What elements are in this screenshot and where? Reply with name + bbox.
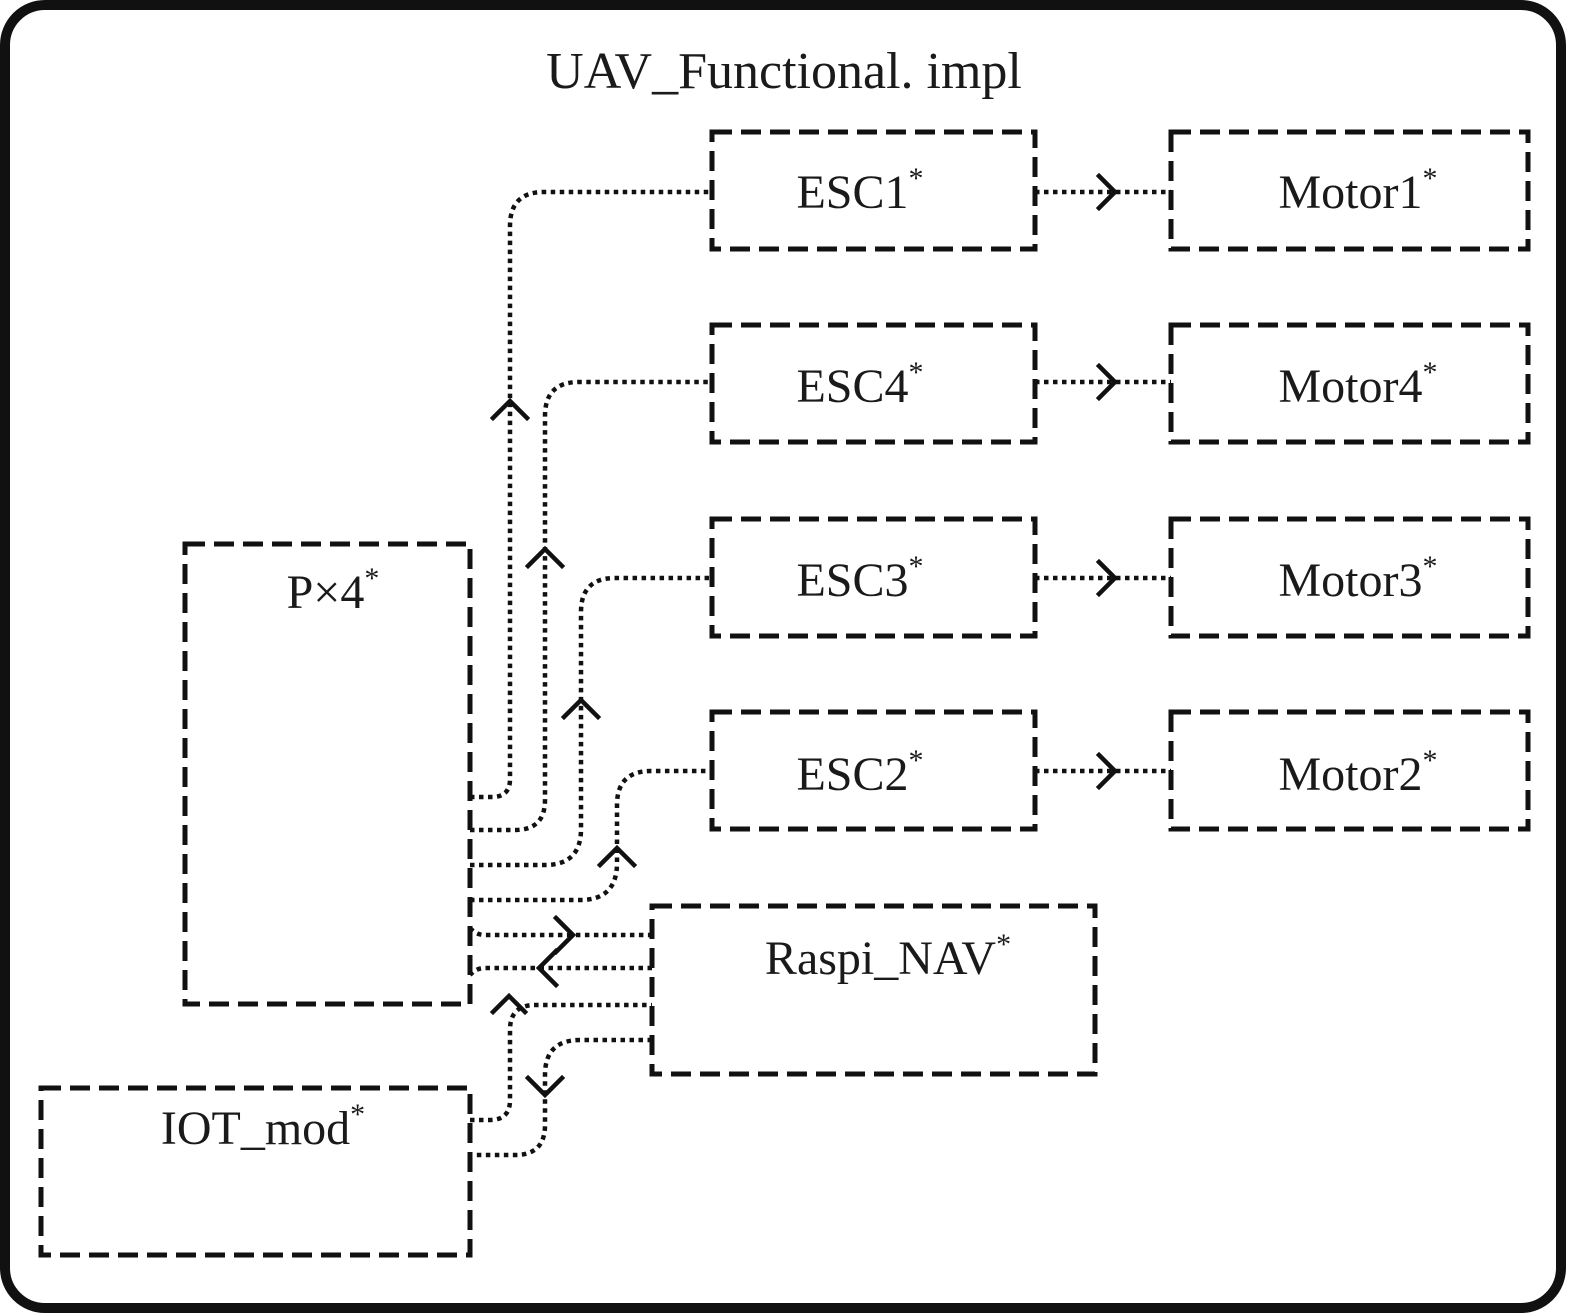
esc3-box[interactable]: ESC3* (709, 516, 1038, 639)
arrow-left-icon (535, 947, 560, 989)
esc3-label: ESC3 (796, 554, 908, 607)
iot-mod-box[interactable]: IOT_mod* (38, 1085, 473, 1258)
arrow-right-icon (1095, 362, 1119, 402)
svg-text:ESC3*: ESC3* (796, 550, 923, 607)
motor4-marker: * (1423, 356, 1438, 389)
iot-mod-marker: * (350, 1098, 365, 1131)
svg-text:ESC1*: ESC1* (796, 162, 923, 219)
esc4-label: ESC4 (796, 360, 908, 413)
svg-text:ESC2*: ESC2* (796, 744, 923, 801)
raspi-nav-marker: * (996, 928, 1011, 961)
arrow-up-icon (489, 397, 531, 422)
motor1-marker: * (1423, 162, 1438, 195)
arrow-right-icon (1095, 172, 1119, 212)
svg-text:Motor1*: Motor1* (1279, 162, 1438, 219)
raspi-nav-box[interactable]: Raspi_NAV* (649, 903, 1098, 1077)
motor3-marker: * (1423, 550, 1438, 583)
connector-raspi-nav-iot-mod[interactable] (470, 1037, 652, 1158)
arrow-up-icon (596, 844, 638, 869)
esc1-marker: * (909, 162, 924, 195)
esc1-box[interactable]: ESC1* (709, 129, 1038, 252)
connector-esc3-motor3[interactable] (1035, 558, 1171, 598)
connector-esc4-motor4[interactable] (1035, 362, 1171, 402)
svg-text:Motor4*: Motor4* (1279, 356, 1438, 413)
connector-iot-mod-raspi-nav[interactable] (470, 992, 652, 1123)
arrow-up-icon (560, 696, 602, 721)
motor3-label: Motor3 (1279, 554, 1423, 607)
svg-text:Motor2*: Motor2* (1279, 744, 1438, 801)
arrow-right-icon (1095, 558, 1119, 598)
esc2-box[interactable]: ESC2* (709, 709, 1038, 832)
px4-marker: * (364, 562, 379, 595)
svg-text:Motor3*: Motor3* (1279, 550, 1438, 607)
diagram-title: UAV_Functional. impl (546, 43, 1022, 100)
svg-text:Raspi_NAV*: Raspi_NAV* (765, 928, 1011, 985)
connector-raspi-nav-px4[interactable] (468, 947, 652, 989)
svg-text:IOT_mod*: IOT_mod* (161, 1098, 365, 1155)
motor1-box[interactable]: Motor1* (1168, 129, 1531, 252)
connector-px4-esc2[interactable] (470, 768, 712, 903)
arrow-right-icon (552, 914, 577, 956)
esc3-marker: * (909, 550, 924, 583)
connector-px4-esc4[interactable] (470, 379, 712, 833)
arrow-right-icon (1095, 751, 1119, 791)
svg-text:P×4*: P×4* (287, 562, 380, 619)
px4-box[interactable]: P×4* (182, 541, 473, 1007)
px4-label: P×4 (287, 566, 365, 619)
arrow-up-icon (489, 992, 529, 1016)
motor1-label: Motor1 (1279, 166, 1423, 219)
connector-px4-esc1[interactable] (470, 189, 712, 800)
connector-esc2-motor2[interactable] (1035, 751, 1171, 791)
esc4-marker: * (909, 356, 924, 389)
iot-mod-label: IOT_mod (161, 1102, 350, 1155)
esc2-marker: * (909, 744, 924, 777)
esc2-label: ESC2 (796, 748, 908, 801)
svg-text:ESC4*: ESC4* (796, 356, 923, 413)
motor2-label: Motor2 (1279, 748, 1423, 801)
motor2-marker: * (1423, 744, 1438, 777)
motor4-label: Motor4 (1279, 360, 1423, 413)
connector-px4-esc3[interactable] (470, 575, 712, 868)
esc1-label: ESC1 (796, 166, 908, 219)
motor2-box[interactable]: Motor2* (1168, 709, 1531, 832)
arrow-down-icon (524, 1074, 566, 1099)
motor3-box[interactable]: Motor3* (1168, 516, 1531, 639)
esc4-box[interactable]: ESC4* (709, 322, 1038, 445)
motor4-box[interactable]: Motor4* (1168, 322, 1531, 445)
raspi-nav-label: Raspi_NAV (765, 932, 996, 985)
arrow-up-icon (524, 545, 566, 570)
connector-px4-raspi-nav[interactable] (468, 914, 652, 956)
connector-esc1-motor1[interactable] (1035, 172, 1171, 212)
